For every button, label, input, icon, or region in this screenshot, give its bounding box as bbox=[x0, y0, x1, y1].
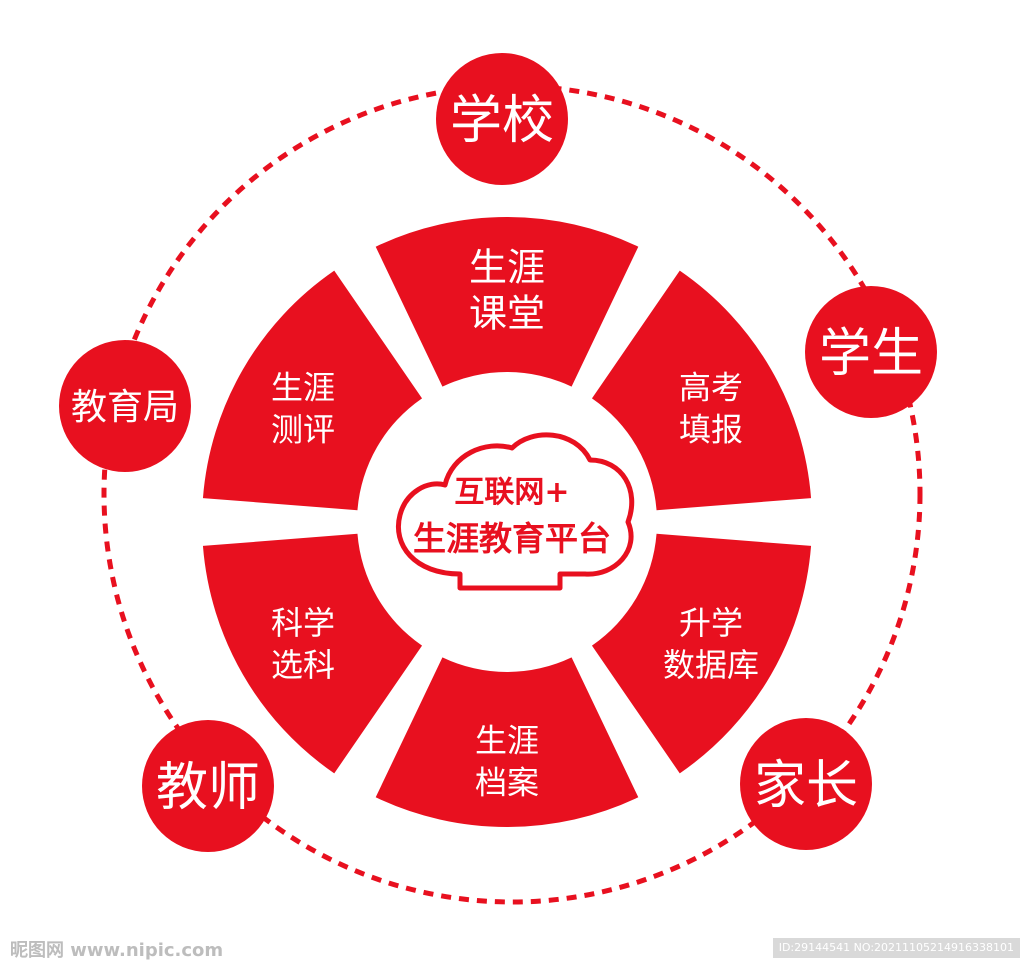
school-circle bbox=[436, 53, 568, 185]
segment-1 bbox=[591, 270, 812, 511]
center-white-circle bbox=[390, 402, 634, 646]
parent-label: 家长 bbox=[754, 756, 858, 816]
segment-4-line-1: 科学 bbox=[271, 604, 335, 642]
segment-3 bbox=[375, 657, 639, 827]
stakeholder-teacher: 教师 bbox=[142, 720, 274, 852]
student-label: 学生 bbox=[819, 324, 923, 384]
cloud-icon bbox=[396, 432, 635, 591]
watermark-left: 昵图网 www.nipic.com bbox=[10, 940, 224, 961]
segment-5 bbox=[202, 270, 423, 511]
segment-3-line-2: 档案 bbox=[475, 764, 539, 802]
bureau-label: 教育局 bbox=[71, 387, 179, 428]
parent-circle bbox=[740, 718, 872, 850]
outer-dashed-ring bbox=[101, 83, 923, 905]
bureau-circle bbox=[59, 340, 191, 472]
segment-0 bbox=[375, 216, 639, 387]
segment-0-line-2: 课堂 bbox=[469, 292, 545, 336]
center-hub: 互联网+ 生涯教育平台 bbox=[390, 402, 635, 646]
segment-0-line-1: 生涯 bbox=[469, 246, 545, 290]
segment-3-line-1: 生涯 bbox=[475, 722, 539, 760]
segment-4 bbox=[202, 533, 423, 774]
segment-2-line-2: 数据库 bbox=[663, 646, 759, 684]
segment-1-line-2: 填报 bbox=[679, 410, 743, 448]
teacher-label: 教师 bbox=[156, 758, 260, 818]
stakeholder-bureau: 教育局 bbox=[59, 340, 191, 472]
stakeholder-student: 学生 bbox=[805, 286, 937, 418]
segment-1-line-1: 高考 bbox=[679, 368, 743, 406]
segment-5-line-1: 生涯 bbox=[271, 368, 335, 406]
student-circle bbox=[805, 286, 937, 418]
segment-2 bbox=[591, 533, 812, 774]
stakeholder-parent: 家长 bbox=[740, 718, 872, 850]
stakeholder-school: 学校 bbox=[436, 53, 568, 185]
segment-4-line-2: 选科 bbox=[271, 646, 335, 684]
school-label: 学校 bbox=[450, 91, 554, 151]
center-line-2: 生涯教育平台 bbox=[413, 519, 611, 558]
center-line-1: 互联网+ bbox=[454, 475, 569, 510]
teacher-circle bbox=[142, 720, 274, 852]
segment-5-line-2: 测评 bbox=[271, 410, 335, 448]
segment-2-line-1: 升学 bbox=[679, 604, 743, 642]
watermark-right: ID:29144541 NO:20211105214916338101 bbox=[772, 938, 1020, 958]
